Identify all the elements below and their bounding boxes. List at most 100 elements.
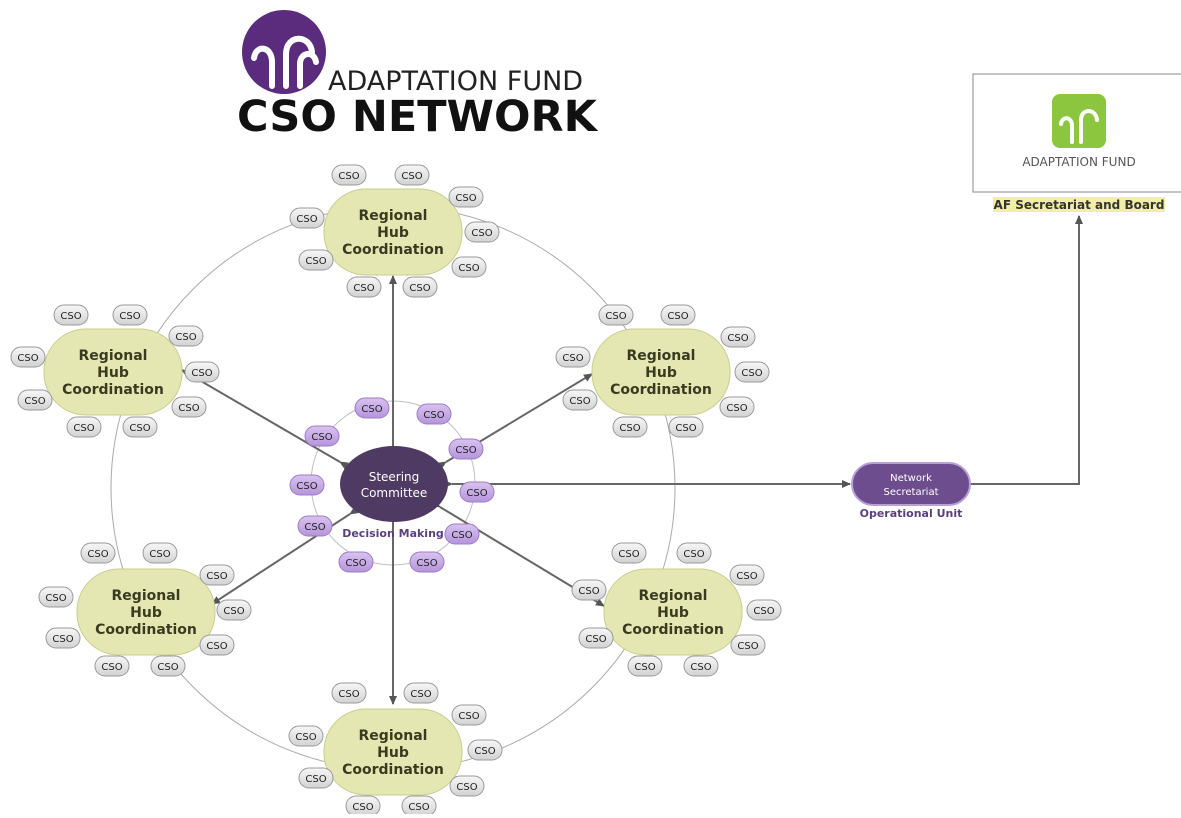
outer-cso-pill: CSO bbox=[598, 304, 634, 326]
outer-cso-pill: CSO bbox=[10, 346, 46, 368]
inner-cso-pill: CSO bbox=[409, 551, 445, 573]
outer-cso-pill-shape bbox=[17, 389, 53, 411]
outer-cso-pill-shape bbox=[288, 725, 324, 747]
hub-label-line-3: Coordination bbox=[342, 242, 444, 258]
outer-cso-pill-shape bbox=[171, 396, 207, 418]
hub-label-line-1: Regional bbox=[627, 348, 696, 364]
outer-cso-pill-label: CSO bbox=[157, 662, 178, 673]
outer-cso-pill-shape bbox=[168, 325, 204, 347]
outer-cso-pill-shape bbox=[346, 276, 382, 298]
outer-cso-pill-shape bbox=[627, 655, 663, 677]
outer-cso-pill-label: CSO bbox=[175, 332, 196, 343]
hub-label-line-1: Regional bbox=[359, 208, 428, 224]
outer-cso-pill-shape bbox=[10, 346, 46, 368]
outer-cso-pill: CSO bbox=[216, 599, 252, 621]
outer-cso-pill: CSO bbox=[676, 542, 712, 564]
outer-cso-pill-shape bbox=[199, 634, 235, 656]
outer-cso-pill-shape bbox=[451, 704, 487, 726]
outer-cso-pill: CSO bbox=[331, 682, 367, 704]
outer-cso-pill-label: CSO bbox=[45, 593, 66, 604]
outer-cso-pill-label: CSO bbox=[585, 634, 606, 645]
outer-cso-pill: CSO bbox=[289, 207, 325, 229]
hub-label-line-3: Coordination bbox=[95, 622, 197, 638]
af-caption-highlight bbox=[993, 197, 1165, 212]
outer-cso-pill-label: CSO bbox=[101, 662, 122, 673]
inner-cso-pill-shape bbox=[289, 474, 325, 496]
secretariat-label-line2: Secretariat bbox=[883, 487, 938, 498]
outer-cso-pill: CSO bbox=[53, 304, 89, 326]
arrow-steering-upper-left-hub bbox=[181, 369, 349, 470]
outer-cso-pill-label: CSO bbox=[634, 662, 655, 673]
inner-cso-pill-label: CSO bbox=[304, 522, 325, 533]
outer-cso-pill-shape bbox=[571, 579, 607, 601]
outer-cso-pill-label: CSO bbox=[410, 689, 431, 700]
outer-cso-pill-shape bbox=[122, 416, 158, 438]
inner-cso-pill-shape bbox=[409, 551, 445, 573]
af-fountain-icon bbox=[1059, 109, 1099, 144]
outer-cso-pill: CSO bbox=[142, 542, 178, 564]
outer-cso-pill-label: CSO bbox=[569, 396, 590, 407]
hub-label-line-2: Hub bbox=[657, 605, 689, 621]
outer-cso-pill-label: CSO bbox=[618, 549, 639, 560]
outer-cso-pill-label: CSO bbox=[60, 311, 81, 322]
outer-cso-pill-shape bbox=[448, 186, 484, 208]
hub-label-line-1: Regional bbox=[359, 728, 428, 744]
outer-cso-pill-label: CSO bbox=[338, 171, 359, 182]
outer-cso-pill-shape bbox=[612, 416, 648, 438]
outer-cso-pill-label: CSO bbox=[667, 311, 688, 322]
outer-cso-pill: CSO bbox=[451, 256, 487, 278]
outer-cso-pill-shape bbox=[451, 256, 487, 278]
outer-cso-pill-label: CSO bbox=[736, 571, 757, 582]
inner-cso-pill: CSO bbox=[444, 523, 480, 545]
outer-cso-pill-label: CSO bbox=[619, 423, 640, 434]
outer-cso-pill-label: CSO bbox=[206, 641, 227, 652]
outer-cso-pill-shape bbox=[402, 276, 438, 298]
outer-cso-pill: CSO bbox=[403, 682, 439, 704]
inner-cso-pill: CSO bbox=[297, 515, 333, 537]
outer-cso-pill: CSO bbox=[122, 416, 158, 438]
outer-cso-pill-label: CSO bbox=[305, 774, 326, 785]
steering-label-line2: Committee bbox=[361, 486, 428, 500]
outer-cso-pill: CSO bbox=[298, 249, 334, 271]
regional-hub-node bbox=[603, 568, 743, 656]
outer-cso-pill-shape bbox=[45, 627, 81, 649]
outer-cso-pill-shape bbox=[289, 207, 325, 229]
secretariat-caption: Operational Unit bbox=[860, 507, 963, 520]
outer-cso-pill-shape bbox=[598, 304, 634, 326]
inner-cso-pill-shape bbox=[297, 515, 333, 537]
outer-cso-pill: CSO bbox=[94, 655, 130, 677]
steering-caption: Decision Making bbox=[342, 527, 444, 540]
outer-cso-pill-label: CSO bbox=[305, 256, 326, 267]
outer-cso-pill-label: CSO bbox=[129, 423, 150, 434]
header-logo: ADAPTATION FUND CSO NETWORK bbox=[237, 10, 599, 142]
outer-cso-pill: CSO bbox=[168, 325, 204, 347]
af-secretariat-box: ADAPTATION FUND AF Secretariat and Board bbox=[972, 73, 1181, 212]
outer-cso-pill-label: CSO bbox=[17, 353, 38, 364]
outer-cso-pill-shape bbox=[578, 627, 614, 649]
outer-cso-pill-label: CSO bbox=[87, 549, 108, 560]
hub-label-line-1: Regional bbox=[112, 588, 181, 604]
regional-hub-node bbox=[43, 328, 183, 416]
outer-cso-pill: CSO bbox=[288, 725, 324, 747]
outer-cso-pill-shape bbox=[676, 542, 712, 564]
outer-cso-pill-shape bbox=[562, 389, 598, 411]
hub-label-line-1: Regional bbox=[79, 348, 148, 364]
outer-cso-pill-shape bbox=[729, 564, 765, 586]
outer-cso-pill: CSO bbox=[627, 655, 663, 677]
outer-cso-pill-shape bbox=[298, 249, 334, 271]
outer-cso-pill-shape bbox=[449, 775, 485, 797]
outer-cso-pill-label: CSO bbox=[741, 368, 762, 379]
outer-cso-pill: CSO bbox=[451, 704, 487, 726]
outer-cso-pill-shape bbox=[80, 542, 116, 564]
outer-cso-pill-shape bbox=[184, 361, 220, 383]
logo-line2: CSO NETWORK bbox=[237, 92, 599, 142]
outer-cso-pill-label: CSO bbox=[471, 228, 492, 239]
outer-cso-pill: CSO bbox=[401, 795, 437, 817]
outer-cso-pill: CSO bbox=[449, 775, 485, 797]
